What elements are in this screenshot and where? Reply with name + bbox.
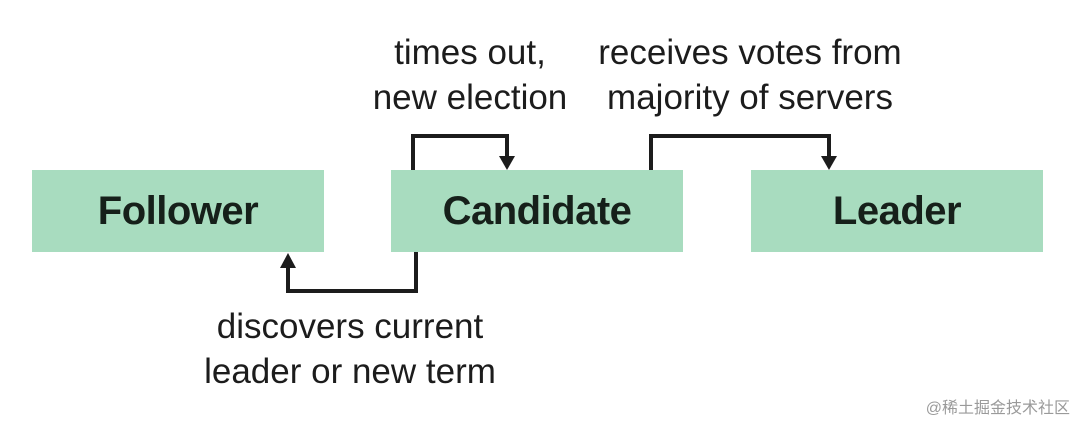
leader-label: Leader (832, 188, 962, 233)
votes-label-line2: majority of servers (607, 78, 893, 117)
candidate-label: Candidate (442, 188, 632, 233)
watermark: @稀土掘金技术社区 (925, 400, 1070, 417)
follower-state: Follower (32, 170, 324, 252)
discover-label-line1: discovers current (216, 307, 484, 346)
candidate-state: Candidate (391, 170, 683, 252)
discover-label-line2: leader or new term (204, 352, 496, 391)
timeout-label-line1: times out, (394, 33, 546, 72)
follower-arrowhead (280, 253, 296, 268)
leader-arrowhead (821, 156, 837, 170)
timeout-self-loop-arrow (411, 134, 509, 170)
votes-transition-label: receives votes from majority of servers (580, 30, 920, 120)
candidate-to-leader-arrow (649, 134, 831, 170)
leader-state: Leader (751, 170, 1043, 252)
timeout-arrowhead (499, 156, 515, 170)
votes-label-line1: receives votes from (598, 33, 902, 72)
timeout-transition-label: times out, new election (340, 30, 600, 120)
candidate-to-follower-arrow (286, 252, 418, 293)
timeout-label-line2: new election (372, 78, 568, 117)
follower-label: Follower (97, 188, 259, 233)
discover-transition-label: discovers current leader or new term (190, 304, 510, 394)
